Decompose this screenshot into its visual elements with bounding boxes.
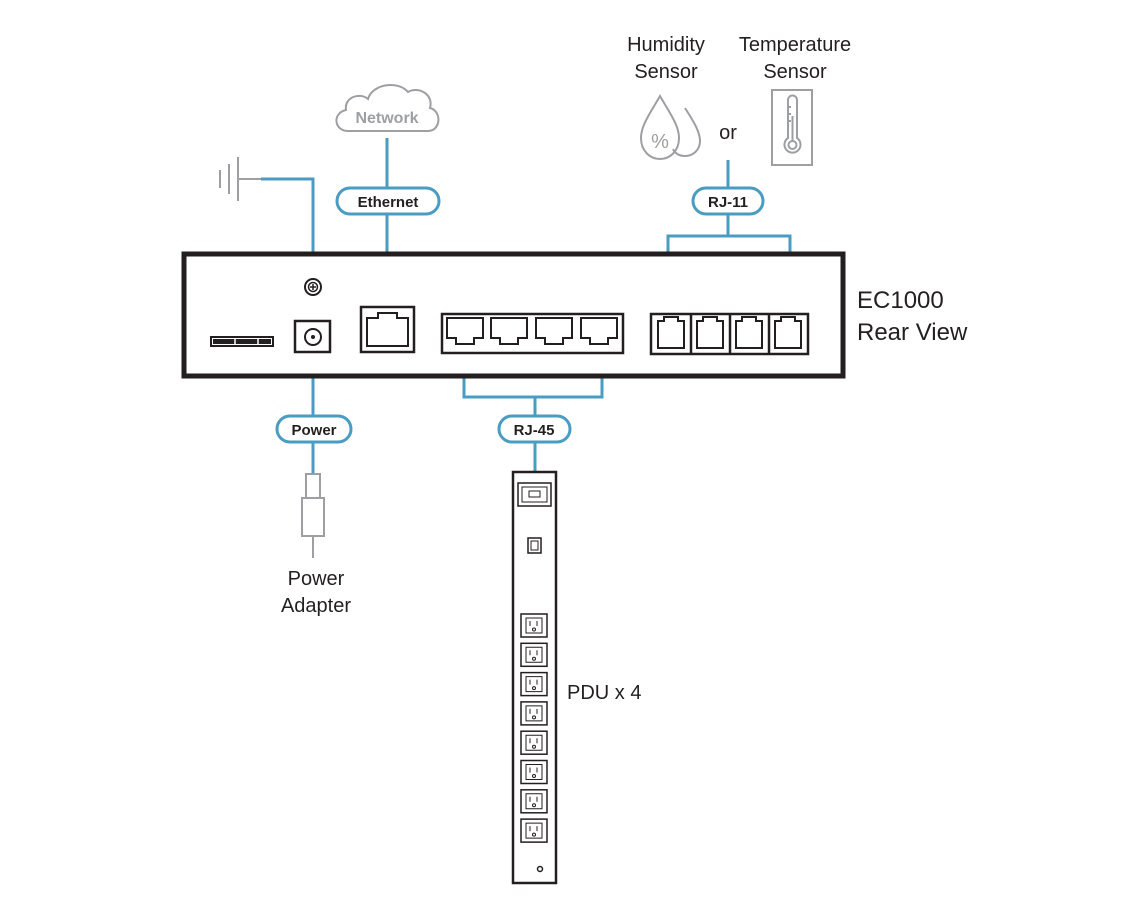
dc-plug-icon	[301, 473, 325, 558]
pdu-outlet	[520, 730, 548, 755]
rj45-tag: RJ-45	[497, 414, 572, 444]
ground-screw	[304, 278, 322, 296]
power-adapter-label-line1: Power	[288, 568, 345, 590]
ethernet-port	[359, 305, 416, 354]
pdu-outlet	[520, 671, 548, 697]
svg-text:RJ-45: RJ-45	[514, 422, 555, 439]
pdu-outlet	[520, 818, 548, 843]
power-adapter-label-line2: Adapter	[281, 595, 351, 617]
pdu-outlet	[520, 789, 548, 814]
rj45-ports	[440, 312, 625, 355]
power-tag: Power	[275, 414, 353, 444]
rj11-ports	[649, 312, 810, 356]
thermometer-icon	[771, 89, 813, 166]
device-label-line2: Rear View	[857, 319, 968, 346]
card-slot	[210, 336, 274, 347]
or-label: or	[719, 122, 737, 144]
network-label: Network	[355, 110, 418, 127]
svg-text:Power: Power	[291, 422, 336, 439]
ground-icon	[219, 157, 261, 201]
temperature-sensor-label-line1: Temperature	[739, 34, 851, 56]
svg-text:RJ-11: RJ-11	[708, 194, 748, 211]
pdu-outlet	[520, 642, 548, 668]
water-drops-icon: %	[639, 93, 702, 161]
ethernet-tag: Ethernet	[335, 186, 441, 216]
ec1000-device	[181, 251, 846, 379]
pdu-label: PDU x 4	[567, 682, 641, 704]
dc-power-jack	[293, 319, 332, 354]
pdu-outlets	[520, 613, 548, 843]
humidity-symbol: %	[651, 131, 669, 153]
humidity-sensor-label-line2: Sensor	[634, 61, 698, 83]
svg-text:Ethernet: Ethernet	[358, 194, 419, 211]
pdu-outlet	[520, 759, 548, 785]
rj11-tag: RJ-11	[691, 186, 765, 216]
cloud-icon: Network	[335, 83, 440, 132]
device-label-line1: EC1000	[857, 287, 944, 314]
temperature-sensor-label-line2: Sensor	[763, 61, 827, 83]
pdu-outlet	[520, 701, 548, 726]
humidity-sensor-label-line1: Humidity	[627, 34, 705, 56]
pdu-outlet	[520, 613, 548, 638]
